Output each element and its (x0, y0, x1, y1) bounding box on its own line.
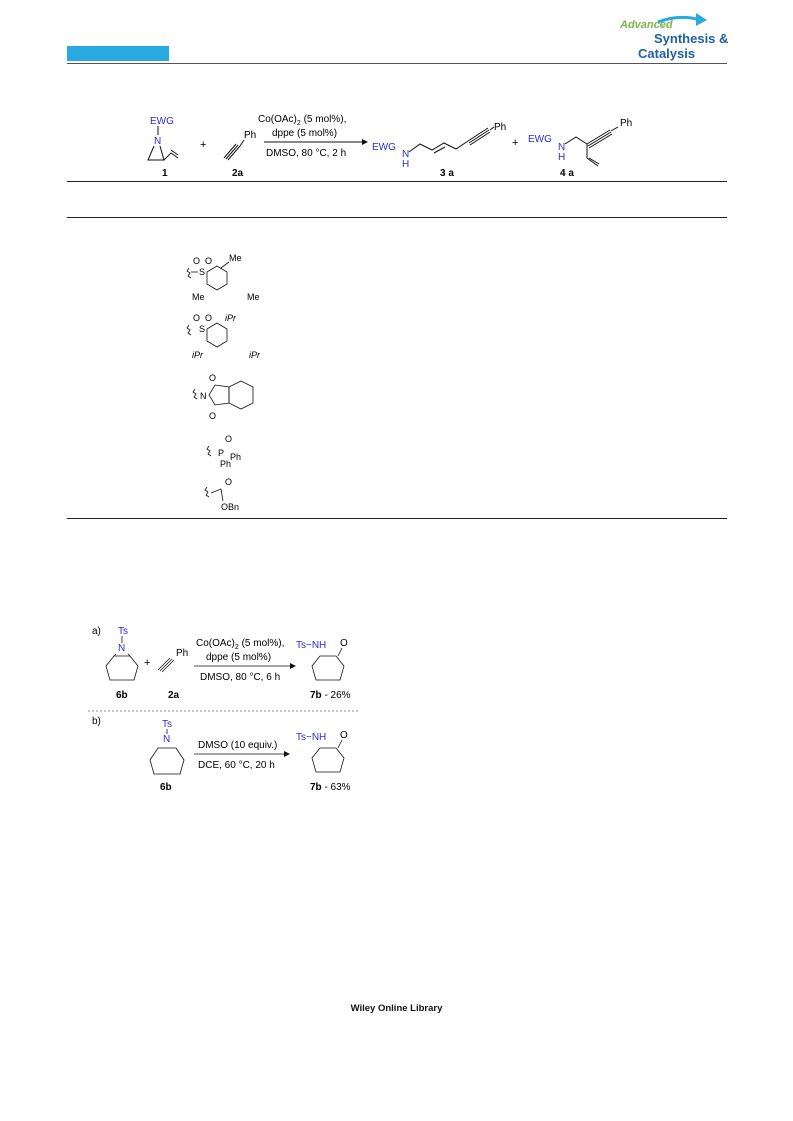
scheme1-reaction: EWG N 1 + Ph 2a Co(OAc)2 (5 mol%), dppe … (147, 114, 632, 179)
scheme2-a-product-nh: Ts−NH (296, 640, 326, 651)
svg-text:S: S (199, 324, 205, 334)
scheme1-plus: + (200, 139, 206, 151)
svg-text:Ph: Ph (220, 459, 231, 469)
journal-header-bar (67, 46, 169, 61)
scheme1-product2-group: EWG (528, 134, 552, 145)
scheme1-cond-line2: dppe (5 mol%) (272, 128, 337, 139)
scheme1-reactant1-group: EWG (150, 116, 174, 127)
scheme2-b-cond-line2: DCE, 60 °C, 20 h (198, 760, 275, 771)
scheme2-reactions: a) Ts N 6b + Ph 2a Co(OAc)2 (5 mol%), dp… (88, 626, 360, 793)
scheme2-a-cond-line2: dppe (5 mol%) (206, 652, 271, 663)
scheme2-b-reactant-label: 6b (160, 782, 172, 793)
svg-text:iPr: iPr (249, 350, 261, 360)
scheme1-reactant1-atom: N (154, 136, 161, 147)
table-top-rule (67, 181, 727, 182)
svg-text:iPr: iPr (192, 350, 204, 360)
header-rule (67, 63, 727, 64)
scheme2-a-cond-line1: Co(OAc)2 (5 mol%), (196, 638, 284, 651)
svg-text:N: N (200, 391, 207, 401)
scheme1-cond-line3: DMSO, 80 °C, 2 h (266, 148, 346, 159)
svg-text:OBn: OBn (221, 502, 239, 512)
svg-text:iPr: iPr (225, 313, 237, 323)
table-ewg-structures: O O S Me Me Me O O S iPr iPr iPr O N O O… (186, 253, 261, 512)
scheme2-b-product-o: O (340, 730, 348, 741)
svg-text:P: P (218, 448, 224, 458)
logo-arrow-icon (696, 13, 707, 26)
scheme2-part-a-label: a) (92, 626, 101, 637)
svg-text:O: O (225, 434, 232, 444)
scheme2-a-reactant-atom: N (118, 643, 125, 654)
logo-line1: Advanced (619, 19, 673, 31)
scheme2-b-cond-line1: DMSO (10 equiv.) (198, 740, 277, 751)
structure-triisopropylbenzenesulfonyl: O O S iPr iPr iPr (186, 313, 261, 360)
logo-line3: Catalysis (638, 46, 695, 61)
aziridine-ring (147, 145, 165, 161)
scheme1-reactant1-label: 1 (162, 168, 168, 179)
svg-text:O: O (193, 256, 200, 266)
structure-benzyloxycarbonyl: O OBn (204, 477, 239, 512)
scheme2-a-product-o: O (340, 638, 348, 649)
journal-logo: Advanced Synthesis & Catalysis (619, 13, 728, 61)
scheme1-product1-group: EWG (372, 142, 396, 153)
scheme2-a-alkyne-sub: Ph (176, 648, 188, 659)
svg-text:Me: Me (229, 253, 242, 263)
logo-line2: Synthesis & (654, 31, 728, 46)
scheme2-a-cond-line3: DMSO, 80 °C, 6 h (200, 672, 280, 683)
scheme1-cond-line1: Co(OAc)2 (5 mol%), (258, 114, 346, 127)
svg-text:O: O (225, 477, 232, 487)
svg-text:Ph: Ph (230, 452, 241, 462)
svg-text:O: O (193, 313, 200, 323)
table-header-rule (67, 217, 727, 218)
scheme1-plus2: + (512, 137, 518, 149)
scheme2-a-plus: + (144, 657, 150, 669)
wavy-bond-icon (186, 267, 192, 279)
structure-mesitylsulfonyl: O O S Me Me Me (186, 253, 260, 302)
scheme1-product2-n: N (558, 142, 565, 153)
scheme2-a-reactant-label: 6b (116, 690, 128, 701)
scheme2-a-product-caption: 7b - 26% (310, 690, 351, 701)
svg-text:S: S (199, 267, 205, 277)
scheme1-product2-h: H (558, 152, 565, 163)
scheme1-product2-sub: Ph (620, 118, 632, 129)
scheme1-product1-h: H (402, 159, 409, 170)
scheme2-a-alkyne-label: 2a (168, 690, 180, 701)
svg-text:O: O (205, 313, 212, 323)
structure-diphenylphosphinoyl: O P Ph Ph (206, 434, 241, 469)
scheme1-product2-label: 4 a (560, 168, 574, 179)
svg-text:O: O (209, 373, 216, 383)
scheme1-product1-n: N (402, 149, 409, 160)
scheme2-b-product-caption: 7b - 63% (310, 782, 351, 793)
scheme1-reactant2-label: 2a (232, 168, 244, 179)
scheme2-b-reactant-atom: N (163, 734, 170, 745)
svg-text:Me: Me (192, 292, 205, 302)
footer-text: Wiley Online Library (350, 1003, 443, 1014)
table-bottom-rule (67, 518, 727, 519)
structure-phthalimide: O N O (192, 373, 254, 421)
svg-text:O: O (209, 411, 216, 421)
svg-text:Me: Me (247, 292, 260, 302)
scheme1-product1-sub: Ph (494, 122, 506, 133)
scheme1-reactant2-sub: Ph (244, 130, 256, 141)
scheme2-part-b-label: b) (92, 716, 101, 727)
scheme1-product1-label: 3 a (440, 168, 454, 179)
scheme2-a-reactant-group: Ts (118, 626, 128, 637)
scheme2-b-reactant-group: Ts (162, 719, 172, 730)
scheme2-b-product-nh: Ts−NH (296, 732, 326, 743)
svg-text:O: O (205, 256, 212, 266)
